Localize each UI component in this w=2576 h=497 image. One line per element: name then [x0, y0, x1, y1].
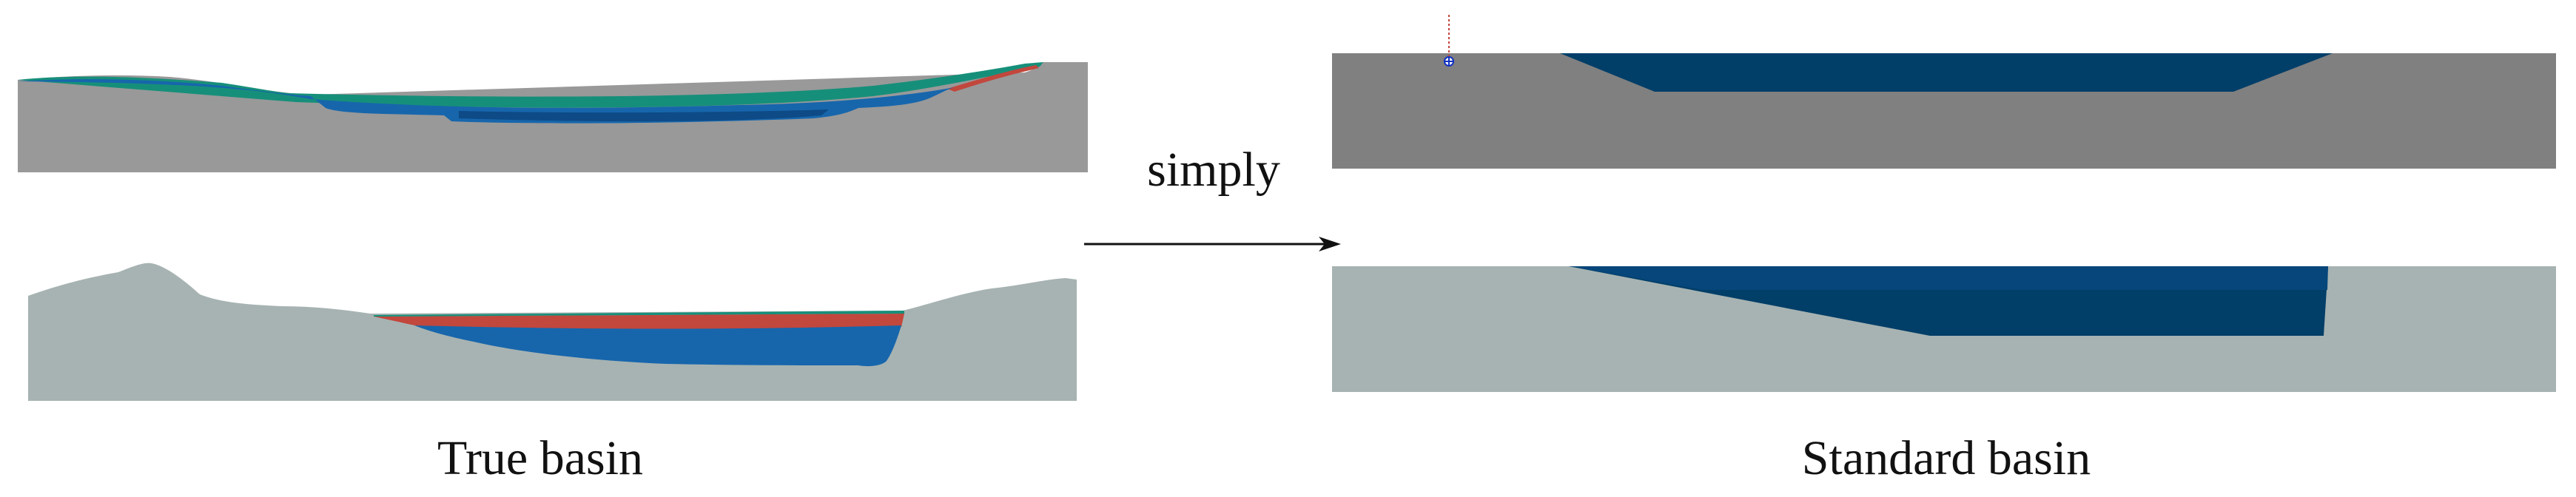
right-arrow-icon — [1084, 237, 1341, 251]
true-basin-top-section — [18, 62, 1088, 172]
true-basin-top-green-layer — [18, 62, 1043, 108]
true-basin-top-deep-blue-core — [459, 109, 829, 122]
true-basin-bottom-section — [28, 263, 1077, 401]
crosshair-marker-icon — [1444, 15, 1454, 67]
arrow-head — [1319, 237, 1341, 251]
true-basin-bottom-green-line — [374, 311, 904, 317]
true-basin-top-red-layer — [947, 65, 1039, 92]
standard-basin-top-section — [1332, 53, 2556, 169]
true-basin-bottom-red-layer — [374, 314, 904, 330]
standard-basin-top-sediment — [1560, 53, 2333, 92]
true-basin-caption: True basin — [437, 431, 644, 485]
standard-basin-bottom-sediment-band — [1569, 266, 2328, 290]
simplify-arrow-caption: simply — [1147, 143, 1280, 197]
true-basin-bottom-blue-layer — [414, 325, 901, 367]
standard-basin-bottom-section — [1332, 266, 2556, 392]
standard-basin-caption: Standard basin — [1801, 431, 2091, 485]
